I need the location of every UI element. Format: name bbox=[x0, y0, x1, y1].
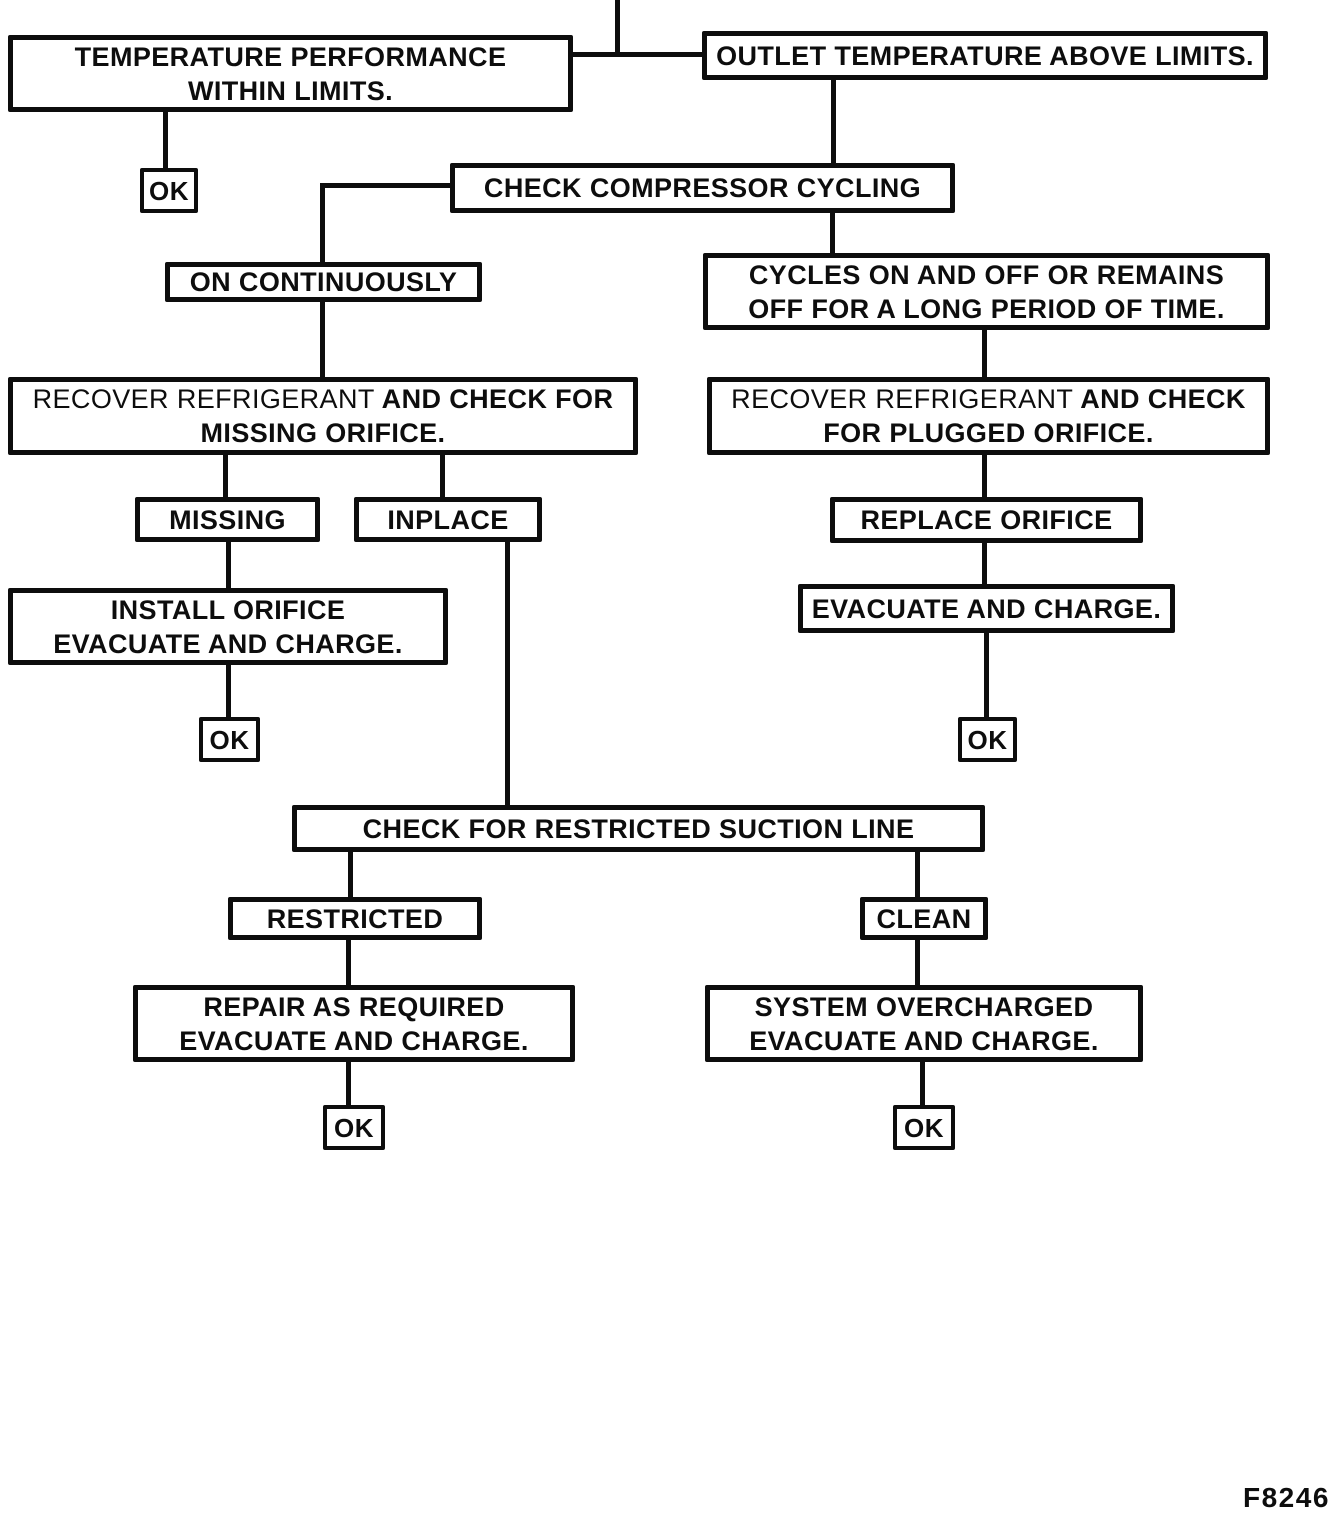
connector-check-cycles bbox=[830, 211, 835, 255]
node-recover-check-plugged-orifice: RECOVER REFRIGERANT AND CHECK FOR PLUGGE… bbox=[707, 377, 1270, 455]
node-line: INSTALL ORIFICE bbox=[110, 594, 346, 625]
connector-check-left-horizontal bbox=[320, 183, 452, 188]
connector-oncont-recover bbox=[320, 300, 325, 379]
node-temperature-within-limits: TEMPERATURE PERFORMANCE WITHIN LIMITS. bbox=[8, 35, 573, 112]
ok-label: OK bbox=[149, 175, 189, 206]
node-line: MISSING ORIFICE. bbox=[200, 418, 446, 448]
node-line: EVACUATE AND CHARGE. bbox=[749, 1025, 1099, 1056]
ok-evacuate-charge: OK bbox=[958, 717, 1017, 762]
node-line: RESTRICTED bbox=[266, 903, 444, 934]
connector-install-ok bbox=[226, 663, 231, 719]
node-repair-as-required: REPAIR AS REQUIRED EVACUATE AND CHARGE. bbox=[133, 985, 575, 1062]
node-line: WITHIN LIMITS. bbox=[187, 75, 394, 106]
node-system-overcharged: SYSTEM OVERCHARGED EVACUATE AND CHARGE. bbox=[705, 985, 1143, 1062]
connector-temp-ok bbox=[163, 110, 168, 170]
node-line: REPAIR AS REQUIRED bbox=[203, 991, 505, 1022]
node-line-bold: AND CHECK FOR bbox=[374, 384, 614, 414]
node-line: CLEAN bbox=[876, 903, 972, 934]
node-on-continuously: ON CONTINUOUSLY bbox=[165, 262, 482, 302]
ok-label: OK bbox=[967, 724, 1008, 755]
ok-label: OK bbox=[334, 1112, 374, 1143]
connector-cycles-recover bbox=[982, 328, 987, 379]
connector-missing-install bbox=[226, 540, 231, 590]
node-recover-check-missing-orifice: RECOVER REFRIGERANT AND CHECK FOR MISSIN… bbox=[8, 377, 638, 455]
node-line: SYSTEM OVERCHARGED bbox=[754, 991, 1094, 1022]
connector-overcharged-ok bbox=[920, 1060, 925, 1107]
node-install-orifice: INSTALL ORIFICE EVACUATE AND CHARGE. bbox=[8, 588, 448, 665]
ok-label: OK bbox=[904, 1112, 944, 1143]
connector-top-stub bbox=[615, 0, 620, 57]
connector-replace-evacuate bbox=[982, 541, 987, 586]
connector-recover-replace bbox=[982, 453, 987, 499]
node-line: ON CONTINUOUSLY bbox=[189, 267, 458, 297]
ok-install-orifice: OK bbox=[199, 717, 260, 762]
node-line: CYCLES ON AND OFF OR REMAINS bbox=[748, 259, 1225, 290]
connector-restricted-repair bbox=[346, 938, 351, 987]
connector-clean-overcharged bbox=[915, 938, 920, 987]
node-line-bold: AND CHECK bbox=[1073, 384, 1246, 414]
connector-check-left-vertical bbox=[320, 183, 325, 264]
node-line: CHECK FOR RESTRICTED SUCTION LINE bbox=[362, 813, 915, 844]
ok-repair: OK bbox=[323, 1105, 385, 1150]
node-missing: MISSING bbox=[135, 497, 320, 542]
connector-evacuate-ok bbox=[984, 631, 989, 719]
connector-inplace-suction bbox=[505, 540, 510, 807]
ok-label: OK bbox=[209, 724, 250, 755]
node-line: MISSING bbox=[169, 504, 286, 535]
node-line: OUTLET TEMPERATURE ABOVE LIMITS. bbox=[716, 40, 1254, 71]
node-check-restricted-suction-line: CHECK FOR RESTRICTED SUCTION LINE bbox=[292, 805, 985, 852]
node-line: RECOVER REFRIGERANT AND CHECK bbox=[731, 382, 1246, 416]
connector-outlet-check bbox=[831, 77, 836, 165]
node-inplace: INPLACE bbox=[354, 497, 542, 542]
node-line-regular: RECOVER REFRIGERANT bbox=[731, 384, 1074, 414]
node-replace-orifice: REPLACE ORIFICE bbox=[830, 497, 1143, 543]
connector-suction-restricted bbox=[348, 850, 353, 899]
node-line: EVACUATE AND CHARGE. bbox=[53, 628, 403, 659]
node-line: FOR PLUGGED ORIFICE. bbox=[823, 418, 1154, 448]
node-outlet-temperature-above-limits: OUTLET TEMPERATURE ABOVE LIMITS. bbox=[702, 31, 1268, 80]
node-line: INPLACE bbox=[387, 504, 509, 535]
node-check-compressor-cycling: CHECK COMPRESSOR CYCLING bbox=[450, 163, 955, 213]
node-line: OFF FOR A LONG PERIOD OF TIME. bbox=[748, 293, 1225, 324]
connector-top-horizontal bbox=[572, 52, 704, 57]
node-line: CHECK COMPRESSOR CYCLING bbox=[483, 173, 922, 203]
ok-overcharged: OK bbox=[893, 1105, 955, 1150]
figure-code: F8246 bbox=[1243, 1482, 1328, 1513]
node-clean: CLEAN bbox=[860, 897, 988, 940]
connector-recover-inplace bbox=[440, 453, 445, 499]
node-cycles-on-and-off: CYCLES ON AND OFF OR REMAINS OFF FOR A L… bbox=[703, 253, 1270, 330]
node-line: REPLACE ORIFICE bbox=[860, 505, 1113, 535]
node-evacuate-and-charge: EVACUATE AND CHARGE. bbox=[798, 584, 1175, 633]
connector-suction-clean bbox=[915, 850, 920, 899]
node-line: EVACUATE AND CHARGE. bbox=[179, 1025, 529, 1056]
connector-recover-missing bbox=[223, 453, 228, 499]
node-line: TEMPERATURE PERFORMANCE bbox=[74, 41, 507, 72]
ok-temperature: OK bbox=[140, 168, 198, 213]
connector-repair-ok bbox=[346, 1060, 351, 1107]
node-line-regular: RECOVER REFRIGERANT bbox=[32, 384, 375, 414]
node-line: RECOVER REFRIGERANT AND CHECK FOR bbox=[33, 382, 614, 416]
node-line: EVACUATE AND CHARGE. bbox=[811, 593, 1162, 624]
node-restricted: RESTRICTED bbox=[228, 897, 482, 940]
